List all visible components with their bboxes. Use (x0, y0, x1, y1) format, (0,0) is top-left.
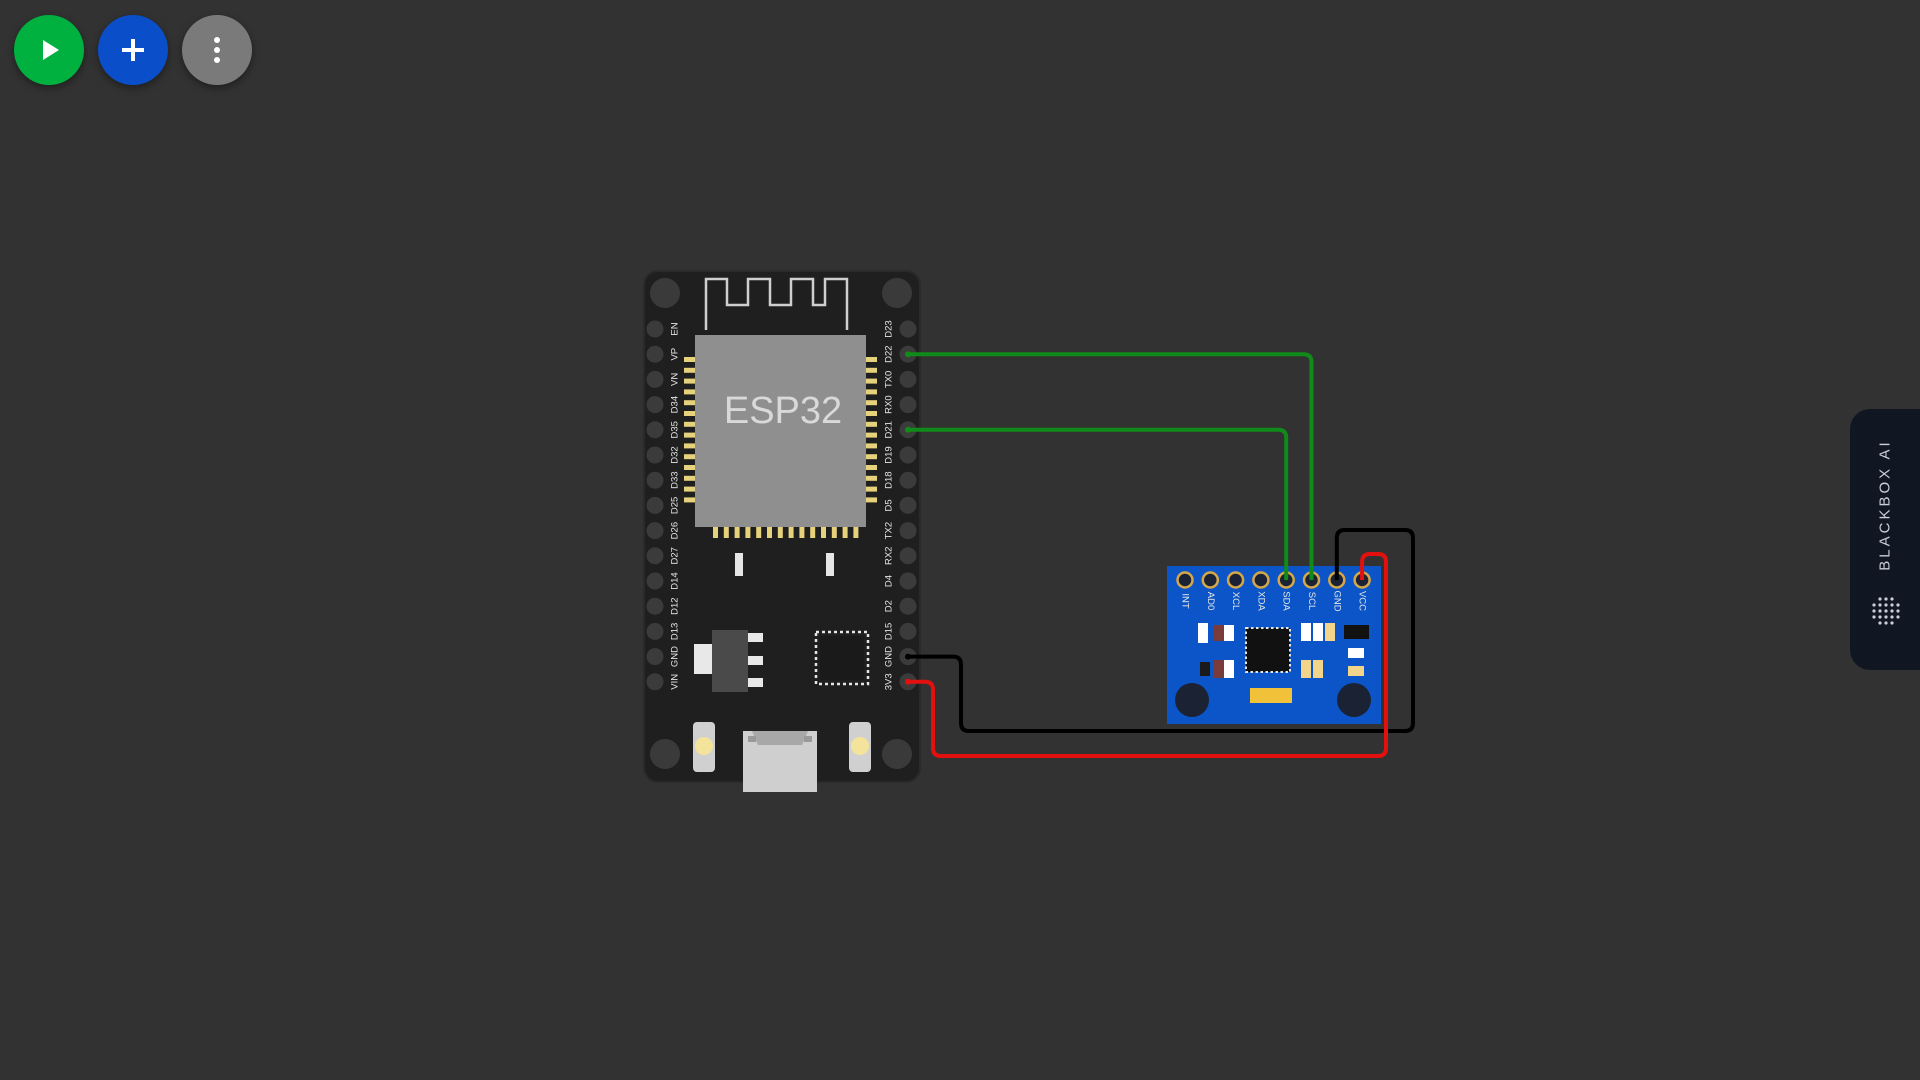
esp32-pin-left-vp[interactable] (646, 345, 664, 363)
play-button[interactable] (14, 15, 84, 85)
esp32-pin-right-rx0[interactable] (899, 396, 917, 414)
esp32-pin-label: D26 (670, 522, 681, 539)
esp32-pin-right-d4[interactable] (899, 572, 917, 590)
blackbox-ai-panel[interactable]: BLACKBOX AI (1850, 409, 1920, 670)
chip-pads (684, 357, 877, 538)
sensor-pin-int[interactable] (1176, 571, 1194, 589)
esp32-pin-right-rx2[interactable] (899, 547, 917, 565)
sensor-pin-label: VCC (1357, 591, 1368, 611)
esp32-pin-label: D13 (670, 623, 681, 640)
esp32-pin-right-d23[interactable] (899, 320, 917, 338)
esp32-pin-label: D18 (884, 471, 895, 488)
esp32-pin-left-vin[interactable] (646, 673, 664, 691)
esp32-pin-label: VIN (670, 674, 681, 690)
sensor-pin-label: AD0 (1205, 592, 1216, 610)
esp32-pin-right-tx0[interactable] (899, 370, 917, 388)
esp32-pin-left-en[interactable] (646, 320, 664, 338)
esp32-chip (695, 335, 866, 527)
blackbox-logo-icon (1872, 597, 1900, 625)
esp32-pin-label: TX2 (884, 522, 895, 539)
sensor-pin-xda[interactable] (1252, 571, 1270, 589)
wire-esp32-d21-to-sensor-sda[interactable] (908, 427, 1289, 580)
esp32-pin-label: D34 (670, 396, 681, 413)
esp32-pin-label: D25 (670, 497, 681, 514)
esp32-pin-label: D33 (670, 471, 681, 488)
esp32-pin-label: D27 (670, 547, 681, 564)
add-button[interactable] (98, 15, 168, 85)
esp32-pin-label: VN (670, 373, 681, 386)
esp32-pin-left-d14[interactable] (646, 572, 664, 590)
esp32-pin-label: 3V3 (884, 673, 895, 690)
esp32-pin-left-d32[interactable] (646, 446, 664, 464)
esp32-pin-right-d18[interactable] (899, 471, 917, 489)
esp32-pin-right-d5[interactable] (899, 496, 917, 514)
esp32-pin-right-d2[interactable] (899, 597, 917, 615)
more-vertical-icon (214, 37, 220, 63)
esp32-pin-label: D32 (670, 446, 681, 463)
play-icon (43, 40, 59, 60)
esp32-pin-left-d25[interactable] (646, 496, 664, 514)
esp32-pin-label: EN (670, 322, 681, 335)
sensor-pin-label: SDA (1281, 591, 1292, 611)
esp32-pin-left-d12[interactable] (646, 597, 664, 615)
mpu6050-module[interactable]: INT AD0 XCL XDA SDA SCL GND VCC (1167, 566, 1381, 724)
esp32-pin-label: D2 (884, 600, 895, 612)
esp32-pin-label: RX0 (884, 395, 895, 413)
micro-usb-port (743, 731, 817, 792)
esp32-pin-label: D21 (884, 421, 895, 438)
esp32-pin-label: D15 (884, 623, 895, 640)
esp32-pin-left-d26[interactable] (646, 522, 664, 540)
sensor-pin-xcl[interactable] (1226, 571, 1245, 589)
esp32-pin-left-d35[interactable] (646, 421, 664, 439)
sensor-pin-label: XDA (1255, 591, 1266, 611)
side-panel-label: BLACKBOX AI (1876, 439, 1894, 571)
boot-button[interactable] (693, 722, 715, 772)
more-options-button[interactable] (182, 15, 252, 85)
esp32-pin-right-tx2[interactable] (899, 522, 917, 540)
esp32-board[interactable]: ESP32 (643, 270, 921, 792)
esp32-pin-left-d34[interactable] (646, 396, 664, 414)
esp32-pin-label: D19 (884, 446, 895, 463)
esp32-pin-label: D5 (884, 499, 895, 511)
esp32-pin-left-d13[interactable] (646, 622, 664, 640)
voltage-regulator (694, 630, 763, 692)
esp32-pin-left-d27[interactable] (646, 547, 664, 565)
esp32-pin-label: GND (670, 646, 681, 667)
esp32-pin-label: RX2 (884, 547, 895, 565)
plus-icon (122, 39, 144, 61)
esp32-pin-label: D14 (670, 572, 681, 589)
esp32-pin-right-d19[interactable] (899, 446, 917, 464)
esp32-pin-right-d15[interactable] (899, 622, 917, 640)
esp32-pin-label: D22 (884, 345, 895, 362)
chip-label: ESP32 (724, 390, 842, 432)
esp32-pin-label: D12 (670, 597, 681, 614)
smd-components (1198, 623, 1369, 678)
wire-esp32-d22-to-sensor-scl[interactable] (908, 352, 1314, 580)
sensor-pin-label: SCL (1306, 592, 1317, 610)
wire-esp32-3v3-to-sensor-vcc[interactable] (908, 552, 1388, 758)
usb-chip (814, 630, 870, 686)
esp32-pin-label: TX0 (884, 371, 895, 388)
sensor-pin-label: XCL (1230, 592, 1241, 610)
esp32-pin-label: VP (670, 348, 681, 361)
en-button[interactable] (849, 722, 871, 772)
esp32-pin-label: D35 (670, 421, 681, 438)
sensor-pin-label: INT (1180, 593, 1191, 609)
sensor-pin-label: GND (1331, 590, 1342, 611)
esp32-pin-left-gnd[interactable] (646, 648, 664, 666)
sensor-pin-ad0[interactable] (1201, 571, 1220, 589)
wire-esp32-gnd-to-sensor-gnd[interactable] (908, 528, 1415, 733)
esp32-pin-label: D23 (884, 320, 895, 337)
esp32-pin-label: GND (884, 646, 895, 667)
wires[interactable] (905, 351, 1415, 758)
esp32-pin-left-d33[interactable] (646, 471, 664, 489)
esp32-pin-label: D4 (884, 575, 895, 587)
esp32-pin-left-vn[interactable] (646, 370, 664, 388)
